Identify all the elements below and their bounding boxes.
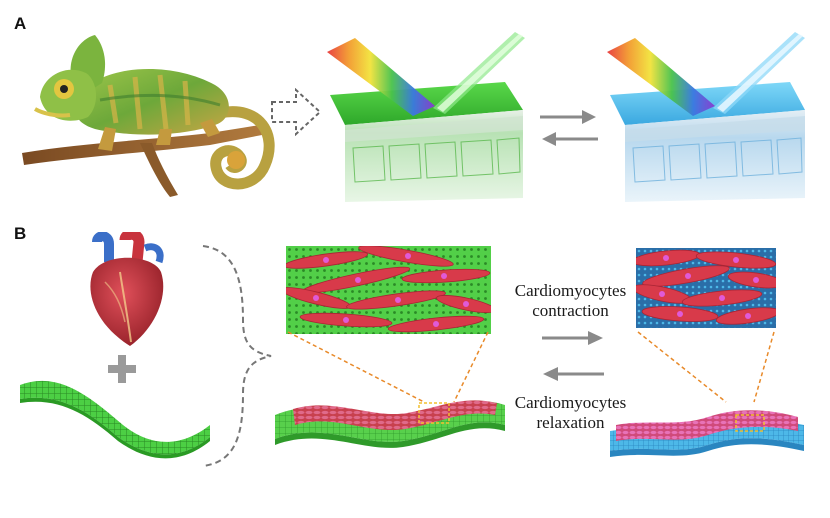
cardiomyocytes-blue-closeup <box>636 248 776 328</box>
photonic-block-blue <box>605 30 815 205</box>
cell-sheet-blue <box>608 395 808 470</box>
photonic-block-green <box>325 30 530 205</box>
chameleon-illustration <box>20 25 285 205</box>
relaxation-label-line1: Cardiomyocytes <box>514 393 627 412</box>
cell-sheet-green <box>273 385 508 465</box>
contraction-label-line1: Cardiomyocytes <box>514 281 627 300</box>
reversible-arrows-top <box>538 105 600 151</box>
contraction-label: Cardiomyocytes contraction <box>503 281 638 321</box>
heart-illustration <box>75 232 175 350</box>
zoom-guide-lines <box>286 330 806 410</box>
relaxation-label: Cardiomyocytes relaxation <box>503 393 638 433</box>
green-mesh-scaffold <box>18 375 213 470</box>
contraction-label-line2: contraction <box>532 301 609 320</box>
dashed-bracket <box>195 240 275 470</box>
panel-label-b: B <box>14 224 27 243</box>
plus-icon <box>108 355 136 383</box>
panel-label-a: A <box>14 14 27 33</box>
dashed-arrow-icon <box>270 88 322 136</box>
arrow-right-icon <box>540 330 606 346</box>
arrow-left-icon <box>540 366 606 382</box>
cardiomyocytes-green-closeup <box>286 246 491 334</box>
relaxation-label-line2: relaxation <box>536 413 605 432</box>
